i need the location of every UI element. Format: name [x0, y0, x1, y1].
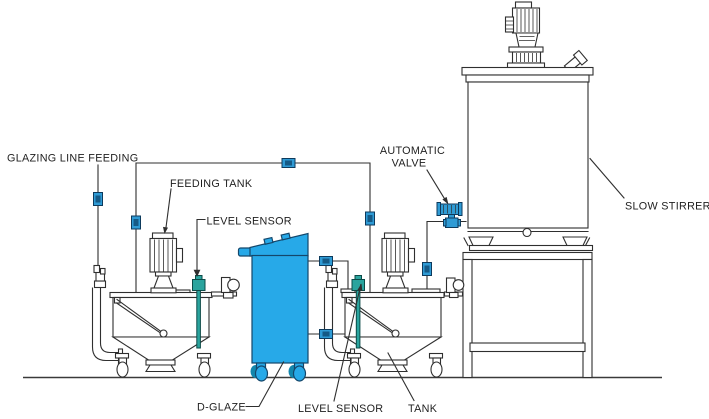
actuator-cap-left: [436, 202, 441, 216]
stirrer-gearbox: [515, 32, 539, 48]
dglaze-lid: [249, 232, 309, 257]
leader-arrow-feeding-tank: [163, 226, 168, 234]
tank-lid-rim: [465, 74, 590, 83]
sensor-probe: [196, 290, 201, 349]
valve-body: [445, 217, 459, 228]
leader-level-sensor-bottom: [333, 283, 362, 402]
pump-head: [227, 278, 240, 292]
tank-foot-left: [468, 236, 494, 247]
tank-foot-tick-right: [584, 237, 591, 247]
stand-leg-left: [462, 258, 473, 379]
valve-icon: [319, 256, 333, 266]
stirrer-junction-box: [504, 16, 515, 33]
sensor-cap: [195, 275, 203, 280]
feeding-tank-left: [91, 232, 213, 378]
annotations: GLAZING LINE FEEDING FEEDING TANK LEVEL …: [7, 145, 709, 415]
tank-foot-tick-left: [463, 237, 469, 247]
stand-top-plate: [468, 244, 594, 252]
level-sensor-right: [351, 275, 365, 349]
label-tank: TANK: [408, 403, 438, 415]
stirrer-bearing-ribs: [516, 53, 537, 62]
feeding-tank-right: [323, 232, 445, 378]
label-slow-stirrer: SLOW STIRRER: [625, 201, 709, 213]
tank-drain-port: [522, 227, 532, 238]
label-glazing-line-feeding: GLAZING LINE FEEDING: [7, 153, 138, 165]
valve-inner: [367, 215, 373, 222]
leader-level-sensor-top: [196, 218, 206, 271]
valve-icon: [319, 329, 333, 339]
label-feeding-tank: FEEDING TANK: [170, 178, 253, 190]
leader-d-glaze: [245, 361, 285, 408]
tank-shell: [467, 81, 589, 229]
pump-foot: [222, 291, 234, 299]
sensor-cap: [354, 275, 362, 280]
rim-pump-left-tank: [210, 276, 240, 299]
pump-foot: [448, 291, 459, 299]
actuator-cap-right: [458, 202, 463, 216]
valve-stem: [448, 214, 455, 219]
valve-inner: [95, 195, 101, 203]
label-automatic-valve-line2: VALVE: [392, 158, 427, 170]
stirrer-motor-body: [511, 7, 541, 34]
actuator-body: [439, 203, 460, 215]
label-level-sensor-top: LEVEL SENSOR: [207, 216, 292, 228]
tank-foot-right: [562, 236, 588, 247]
sensor-head: [192, 279, 206, 291]
stirrer-flange: [508, 46, 544, 53]
dglaze-container: [237, 232, 309, 382]
slow-stirrer-tank: [461, 1, 594, 379]
label-d-glaze: D-GLAZE: [197, 402, 246, 414]
leader-tank: [387, 352, 415, 402]
leader-arrow-level-sensor-bottom: [357, 283, 363, 291]
valve-icon: [422, 262, 432, 276]
level-sensor-left: [192, 275, 206, 349]
valve-inner: [424, 265, 430, 273]
stand-top-beam: [462, 251, 593, 261]
valve-inner: [322, 258, 330, 264]
stand-cross-beam: [469, 342, 586, 353]
valve-icon: [281, 158, 296, 168]
valve-inner: [133, 219, 139, 226]
automatic-valve-icon: [436, 202, 463, 228]
valve-icon: [365, 211, 375, 226]
leader-arrow-automatic-valve: [442, 196, 449, 205]
stirrer-motor-cap: [514, 1, 533, 9]
leader-feeding-tank: [165, 188, 172, 229]
leader-slow-stirrer: [589, 157, 625, 199]
leader-arrow-level-sensor-top: [193, 269, 201, 277]
leader-automatic-valve: [426, 169, 447, 203]
valve-inner: [322, 331, 330, 337]
valve-flange-left: [443, 219, 447, 227]
stand-leg-right: [582, 258, 593, 379]
tank-lid: [461, 66, 594, 76]
valve-icon: [131, 215, 141, 230]
label-level-sensor-bottom: LEVEL SENSOR: [298, 403, 383, 415]
dglaze-lid-tab-1: [263, 236, 274, 245]
dglaze-body: [251, 254, 309, 364]
nozzle-cap: [572, 49, 589, 66]
valve-flange-right: [457, 219, 461, 227]
dglaze-caster-wheel-left: [254, 365, 269, 382]
dglaze-caster-wheel-right: [292, 365, 307, 382]
stirrer-mount-base: [506, 62, 546, 69]
label-automatic-valve-line1: AUTOMATIC: [380, 145, 445, 157]
stirrer-junction-lines: [506, 20, 513, 30]
stirrer-gearbox-lines: [519, 36, 535, 41]
pump-head: [452, 279, 465, 291]
stirrer-motor-ribs: [516, 9, 538, 32]
sensor-probe: [355, 290, 361, 349]
dglaze-lid-tab-2: [280, 232, 291, 241]
rim-pump-right-tank: [443, 277, 465, 299]
actuator-ribs: [443, 205, 456, 214]
valve-inner: [285, 160, 292, 166]
valve-icon: [93, 192, 103, 206]
